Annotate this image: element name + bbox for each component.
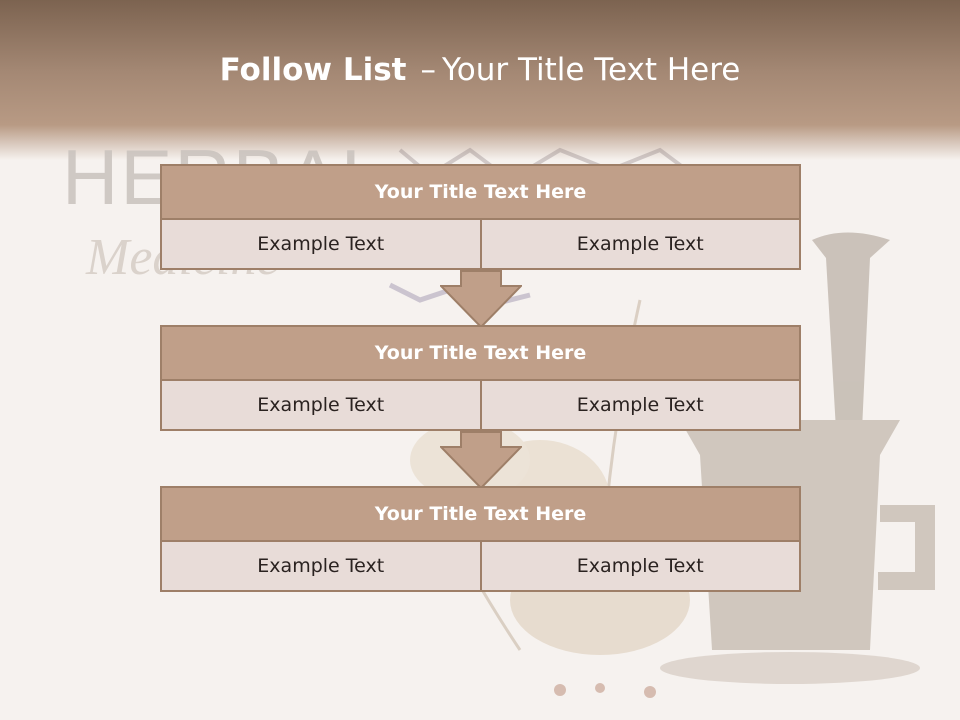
title-bar bbox=[0, 0, 960, 160]
block-title: Your Title Text Here bbox=[160, 164, 801, 220]
down-arrow-icon bbox=[440, 431, 522, 489]
down-arrow-icon bbox=[440, 270, 522, 328]
list-block-2: Your Title Text Here Example Text Exampl… bbox=[160, 325, 801, 431]
slide-title: Follow List–Your Title Text Here bbox=[0, 52, 960, 88]
list-block-1: Your Title Text Here Example Text Exampl… bbox=[160, 164, 801, 270]
block-row: Example Text Example Text bbox=[160, 542, 801, 592]
slide-title-bold: Follow List bbox=[219, 52, 407, 88]
block-row: Example Text Example Text bbox=[160, 381, 801, 431]
list-block-3: Your Title Text Here Example Text Exampl… bbox=[160, 486, 801, 592]
block-cell-left: Example Text bbox=[162, 542, 480, 590]
block-cell-left: Example Text bbox=[162, 220, 480, 268]
block-cell-right: Example Text bbox=[479, 220, 799, 268]
block-cell-right: Example Text bbox=[479, 381, 799, 429]
slide-title-rest: Your Title Text Here bbox=[441, 52, 741, 88]
block-cell-left: Example Text bbox=[162, 381, 480, 429]
block-row: Example Text Example Text bbox=[160, 220, 801, 270]
slide-title-separator: – bbox=[420, 52, 436, 88]
block-cell-right: Example Text bbox=[479, 542, 799, 590]
block-title: Your Title Text Here bbox=[160, 325, 801, 381]
block-title: Your Title Text Here bbox=[160, 486, 801, 542]
